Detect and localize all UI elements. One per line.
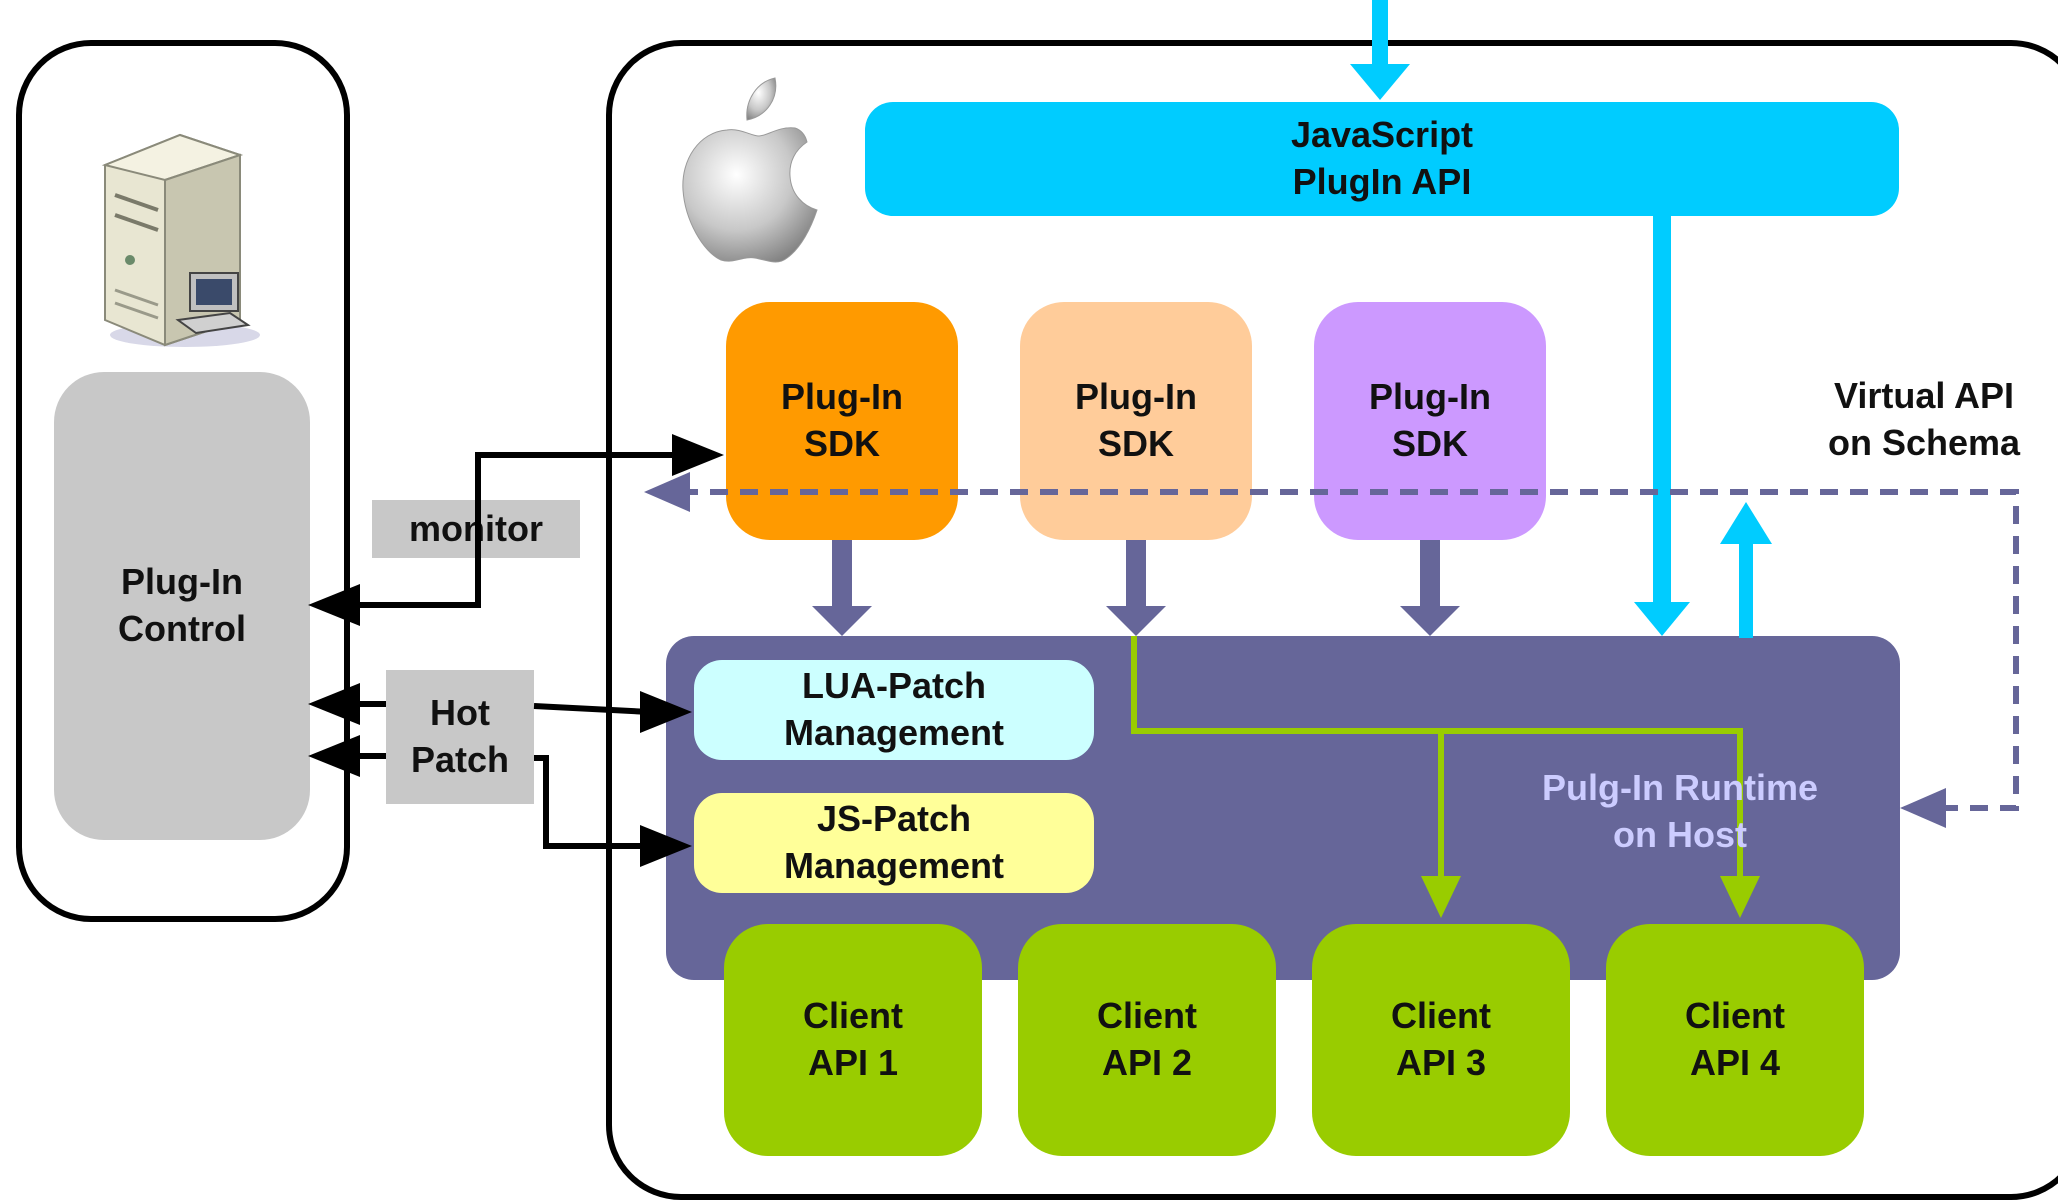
plugin-sdk-box-1: Plug-In SDK xyxy=(726,302,958,540)
virtual-api-dashed-route xyxy=(680,489,2019,811)
client-api-3-line2: API 3 xyxy=(1395,1042,1487,1083)
virtual-api-label: Virtual API on Schema xyxy=(1790,368,2058,472)
client-api-3-line1: Client xyxy=(1390,995,1491,1037)
plugin-sdk-3-line1: Plug-In xyxy=(1369,376,1491,418)
monitor-arrow-sdk-head xyxy=(672,434,724,476)
plugin-runtime-label: Pulg-In Runtime on Host xyxy=(1480,760,1880,864)
virtual-api-arrow-runtime-head xyxy=(1900,788,1946,828)
green-routing-lines xyxy=(1131,636,1743,880)
virtual-api-arrow-left-head xyxy=(644,472,690,512)
js-patch-label-line2: Management xyxy=(783,845,1005,886)
virtual-api-label-line1: Virtual API xyxy=(1833,375,2015,417)
javascript-plugin-api-bar: JavaScript PlugIn API xyxy=(865,102,1899,216)
js-patch-management-box: JS-Patch Management xyxy=(694,793,1094,893)
apple-logo-icon xyxy=(682,77,818,263)
cyan-incoming-arrow-shaft xyxy=(1372,0,1388,66)
plugin-control-box: Plug-In Control xyxy=(54,372,310,840)
plugin-sdk-1-line1: Plug-In xyxy=(781,376,903,418)
client-api-box-4: Client API 4 xyxy=(1606,924,1864,1156)
js-patch-label-line1: JS-Patch xyxy=(816,798,972,840)
hot-patch-arrow-control-head-2 xyxy=(308,735,360,777)
client-api-1-line1: Client xyxy=(802,995,903,1037)
plugin-sdk-2-line2: SDK xyxy=(1097,423,1174,464)
client-api-1-line2: API 1 xyxy=(807,1042,899,1083)
javascript-plugin-api-label-line1: JavaScript xyxy=(1290,114,1474,156)
plugin-sdk-2-line1: Plug-In xyxy=(1075,376,1197,418)
hot-patch-arrow-lua-head xyxy=(640,691,692,733)
server-computer-icon xyxy=(101,133,260,347)
plugin-sdk-box-2: Plug-In SDK xyxy=(1020,302,1252,540)
hot-patch-label-line2: Patch xyxy=(410,739,510,780)
sdk-to-runtime-arrows xyxy=(812,540,1460,636)
lua-patch-management-box: LUA-Patch Management xyxy=(694,660,1094,760)
virtual-api-label-line2: on Schema xyxy=(1827,422,2021,463)
monitor-arrow-control-head xyxy=(308,584,360,626)
hot-patch-label: Hot Patch xyxy=(386,670,534,804)
client-api-4-line2: API 4 xyxy=(1689,1042,1781,1083)
plugin-runtime-label-line2: on Host xyxy=(1613,814,1747,855)
hot-patch-label-line1: Hot xyxy=(430,692,490,734)
cyan-down-arrow-head xyxy=(1634,602,1690,636)
lua-patch-label-line1: LUA-Patch xyxy=(801,665,986,707)
client-api-box-3: Client API 3 xyxy=(1312,924,1570,1156)
hot-patch-arrow-control-head-1 xyxy=(308,683,360,725)
green-arrow-client-4-head xyxy=(1720,876,1760,918)
javascript-plugin-api-label-line2: PlugIn API xyxy=(1292,161,1472,202)
client-api-2-line1: Client xyxy=(1096,995,1197,1037)
cyan-up-arrow-shaft xyxy=(1739,540,1753,638)
monitor-connector xyxy=(356,452,680,608)
client-api-box-1: Client API 1 xyxy=(724,924,982,1156)
plugin-runtime-label-line1: Pulg-In Runtime xyxy=(1542,767,1818,809)
green-arrow-client-3-head xyxy=(1421,876,1461,918)
cyan-incoming-arrow-head xyxy=(1350,64,1410,100)
hot-patch-connectors xyxy=(356,701,651,849)
client-api-box-2: Client API 2 xyxy=(1018,924,1276,1156)
client-api-4-line1: Client xyxy=(1684,995,1785,1037)
plugin-control-label-line2: Control xyxy=(118,608,246,649)
client-api-2-line2: API 2 xyxy=(1101,1042,1193,1083)
plugin-sdk-box-3: Plug-In SDK xyxy=(1314,302,1546,540)
cyan-up-arrow-head xyxy=(1720,502,1772,544)
plugin-sdk-3-line2: SDK xyxy=(1391,423,1468,464)
plugin-sdk-1-line2: SDK xyxy=(803,423,880,464)
lua-patch-label-line2: Management xyxy=(783,712,1005,753)
hot-patch-arrow-js-head xyxy=(640,825,692,867)
cyan-down-arrow-shaft xyxy=(1653,216,1671,604)
plugin-control-label-line1: Plug-In xyxy=(121,561,243,603)
